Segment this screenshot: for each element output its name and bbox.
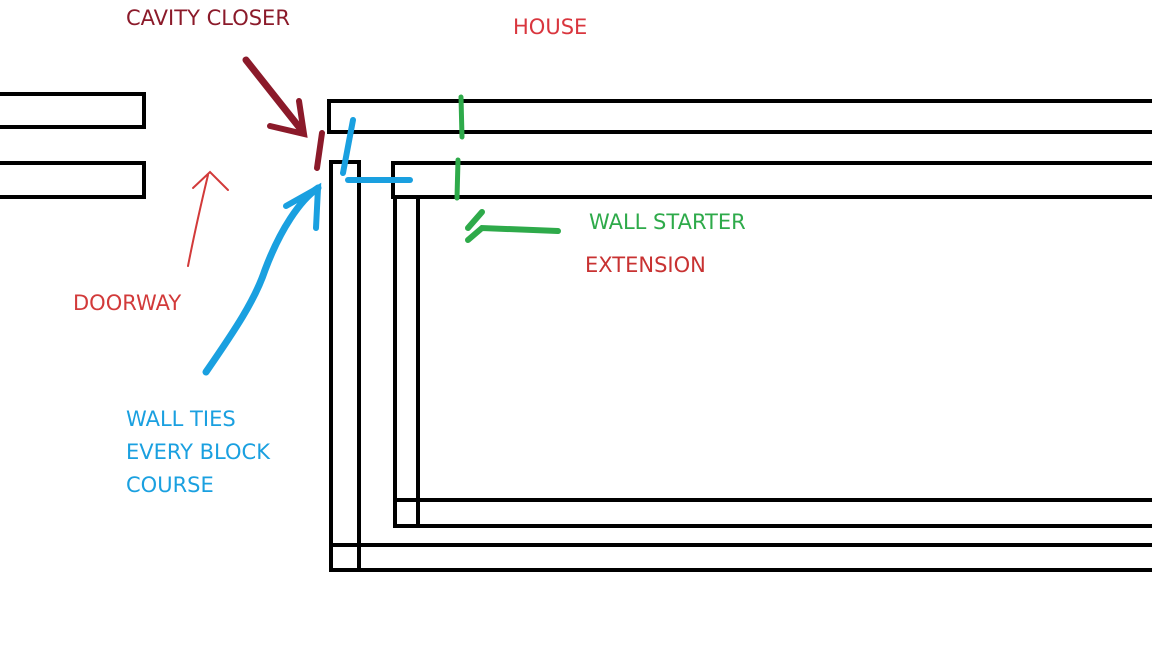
doorway-wall-inner-stub [0, 161, 146, 199]
doorway-arrow-head [192, 170, 229, 191]
label-extension: EXTENSION [585, 253, 706, 277]
wall-ties-arrow-shaft [202, 184, 322, 376]
label-house: HOUSE [513, 15, 587, 39]
extension-outer-leaf [329, 160, 361, 572]
cavity-closer-arrow-shaft [242, 56, 307, 136]
cavity-closer-stroke [314, 130, 325, 171]
doorway-marker [187, 170, 229, 267]
wall-starter-marker [454, 94, 561, 243]
label-cavity-closer: CAVITY CLOSER [126, 6, 290, 30]
wall-ties-arrow-head [283, 182, 322, 231]
label-doorway: DOORWAY [73, 291, 181, 315]
house-inner-leaf [391, 161, 1152, 199]
doorway-arrow-shaft [187, 174, 209, 267]
wall-starter-extension [454, 157, 461, 201]
cavity-closer-marker [242, 56, 325, 171]
wall-ties-marker [202, 117, 413, 376]
extension-inner-leaf [393, 195, 420, 528]
cavity-closer-arrow-head [267, 98, 308, 138]
walls [0, 92, 1152, 572]
extension-inner-bottom-wall [395, 498, 1152, 528]
extension-outer-bottom-wall [331, 543, 1152, 572]
label-wall-ties-line3: COURSE [126, 473, 214, 497]
label-wall-ties-line2: EVERY BLOCK [126, 440, 271, 464]
wall-tie-top [340, 117, 356, 176]
wall-starter-house [458, 94, 465, 140]
label-wall-ties-line1: WALL TIES [126, 407, 236, 431]
wall-starter-arrow [465, 209, 561, 243]
doorway-wall-outer-stub [0, 92, 146, 129]
label-wall-starter: WALL STARTER [589, 210, 746, 234]
house-outer-leaf [327, 99, 1152, 134]
